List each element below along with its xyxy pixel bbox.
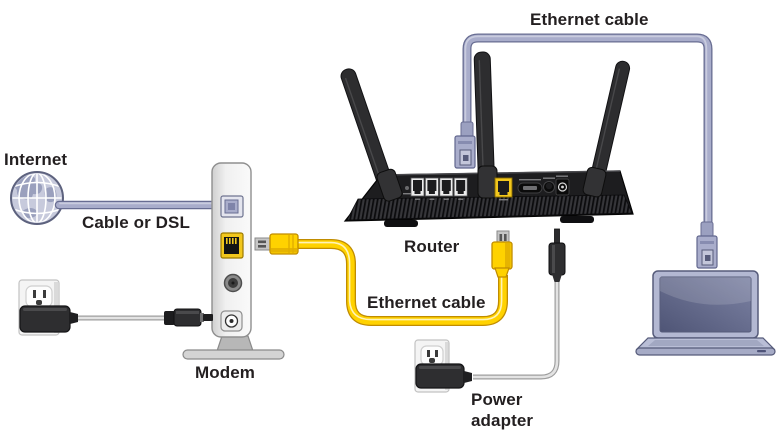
router-foot-left	[384, 220, 418, 227]
ethernet-plug-to-router	[491, 230, 513, 278]
modem-power-port	[220, 310, 243, 332]
modem-ethernet-port	[220, 232, 244, 259]
laptop-base-front	[635, 347, 776, 356]
router-antenna-base-left	[376, 168, 403, 202]
router-antenna-base-middle	[477, 165, 498, 199]
power-adapter-modem	[19, 305, 78, 333]
lavender-ethernet-cable	[454, 33, 718, 269]
yellow-ethernet-cable	[254, 230, 513, 326]
modem-illustration	[182, 162, 285, 360]
router-lan-ports	[410, 177, 468, 197]
internet-globe-icon	[10, 171, 64, 225]
router-usb-port	[517, 182, 543, 194]
router-reset-button	[405, 186, 409, 190]
router-power-cable	[473, 281, 560, 380]
power-adapter-label: Power adapter	[471, 389, 533, 431]
router-vent-grille	[346, 194, 633, 221]
ethernet-plug-to-modem	[254, 233, 299, 255]
router-illustration	[340, 51, 634, 227]
router-power-plug	[548, 228, 566, 282]
modem-stand-neck	[216, 335, 254, 352]
cable-or-dsl-label: Cable or DSL	[82, 213, 190, 232]
modem-dsl-port	[220, 195, 244, 218]
modem-label: Modem	[195, 363, 255, 382]
laptop-screen	[659, 276, 752, 333]
ethernet-plug-into-router	[454, 121, 476, 169]
power-adapter-label-line1: Power	[471, 390, 523, 409]
power-adapter-router	[415, 363, 472, 389]
cable-or-dsl-cable	[54, 200, 233, 210]
router-wan-port	[494, 177, 513, 198]
router-label: Router	[404, 237, 460, 256]
ethernet-cable-top-label: Ethernet cable	[530, 10, 649, 29]
modem-power-plug	[164, 308, 213, 327]
modem-stand-base	[182, 349, 285, 360]
ethernet-plug-to-laptop	[696, 221, 718, 269]
power-adapter-label-line2: adapter	[471, 411, 534, 430]
ethernet-cable-middle-label: Ethernet cable	[367, 293, 486, 312]
internet-label: Internet	[4, 150, 68, 169]
router-port-label-marks	[403, 175, 568, 201]
router-wifi-button	[543, 181, 555, 193]
laptop-illustration	[635, 270, 776, 356]
router-foot-right	[560, 216, 594, 223]
router-antenna-base-right	[582, 166, 607, 198]
router-power-port	[555, 178, 570, 196]
modem-coax-connector	[223, 273, 243, 293]
